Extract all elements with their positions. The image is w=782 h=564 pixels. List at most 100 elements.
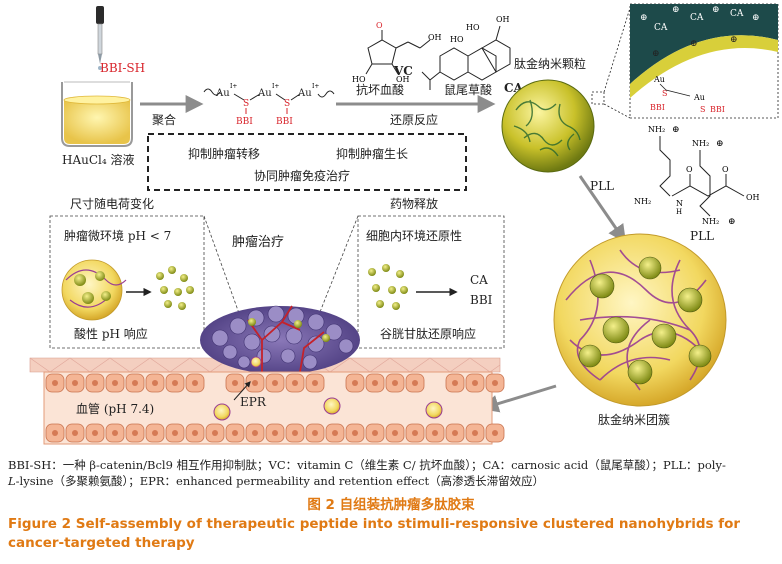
abbreviation-line-2: -lysine（多聚赖氨酸）；EPR：enhanced permeability… bbox=[15, 474, 545, 488]
cell-nucleus bbox=[272, 380, 278, 386]
therapeutic-effects-box bbox=[147, 133, 467, 191]
ca-ho-2: HO bbox=[466, 23, 480, 32]
cell-nucleus bbox=[312, 430, 318, 436]
effect-inhibit-growth: 抑制肿瘤生长 bbox=[336, 146, 408, 161]
cell-nucleus bbox=[192, 430, 198, 436]
pll-structure bbox=[659, 136, 745, 217]
cell-nucleus bbox=[172, 430, 178, 436]
cell-nucleus bbox=[72, 380, 78, 386]
reduction-label: 还原反应 bbox=[390, 112, 438, 127]
cell-nucleus bbox=[172, 380, 178, 386]
cell-nucleus bbox=[352, 430, 358, 436]
ca-name: 鼠尾草酸 bbox=[444, 82, 492, 97]
chain-charge-2: I+ bbox=[272, 83, 279, 90]
pll-oh: OH bbox=[746, 193, 760, 202]
cell-nucleus bbox=[52, 380, 58, 386]
tumor-microenvironment-box bbox=[49, 215, 205, 349]
cell-nucleus bbox=[412, 380, 418, 386]
pll-n-1: N bbox=[676, 199, 683, 208]
bbi-sh-reagent-label: BBI-SH bbox=[100, 61, 145, 75]
cell-nucleus bbox=[132, 380, 138, 386]
chain-au-2: Au bbox=[257, 88, 272, 99]
chain-charge-1: I+ bbox=[230, 83, 237, 90]
vc-ring-o: O bbox=[376, 21, 383, 30]
pll-plus-2: ⊕ bbox=[716, 139, 724, 149]
chain-s-1: S bbox=[243, 99, 249, 109]
zoom-plus-6: ⊕ bbox=[690, 39, 698, 49]
abbreviation-line-1: BBI-SH：一种 β-catenin/Bcl9 相互作用抑制肽；VC：vita… bbox=[8, 458, 726, 472]
cell-nucleus bbox=[272, 430, 278, 436]
released-nanoparticles-left bbox=[156, 266, 194, 310]
cell-nucleus bbox=[492, 430, 498, 436]
zoom-inset: CA CA CA ⊕ ⊕ ⊕ ⊕ ⊕ ⊕ ⊕ Au S BBI Au S BBI bbox=[629, 3, 779, 119]
released-nanoparticles-right bbox=[368, 264, 408, 310]
vessel-label: 血管 (pH 7.4) bbox=[76, 401, 154, 416]
size-change-label: 尺寸随电荷变化 bbox=[70, 196, 154, 211]
zoom-ca-3: CA bbox=[730, 9, 744, 19]
left-box-title: 肿瘤微环境 pH < 7 bbox=[64, 228, 171, 243]
cell-nucleus bbox=[292, 430, 298, 436]
chain-bbi-1: BBI bbox=[236, 117, 253, 127]
cell-nucleus bbox=[232, 380, 238, 386]
vc-oh-2: OH bbox=[428, 33, 442, 42]
polymerization-label: 聚合 bbox=[152, 112, 176, 127]
vitamin-c-structure bbox=[365, 30, 431, 75]
tumor-mass bbox=[200, 305, 360, 374]
figure-diagram: BBI-SH HAuCl₄ 溶液 聚合 Au I+ S BBI Au I+ S … bbox=[29, 3, 779, 445]
cell-nucleus bbox=[72, 430, 78, 436]
cell-nucleus bbox=[372, 380, 378, 386]
pll-h-1: H bbox=[676, 208, 682, 216]
cell-nucleus bbox=[112, 380, 118, 386]
zoom-ca-2: CA bbox=[690, 13, 704, 23]
effect-synergistic-immunotherapy: 协同肿瘤免疫治疗 bbox=[254, 168, 350, 183]
cell-nucleus bbox=[192, 380, 198, 386]
cell-nucleus bbox=[392, 380, 398, 386]
vc-label: VC bbox=[393, 64, 413, 78]
pll-o-2: O bbox=[722, 165, 729, 174]
circulating-clusters bbox=[213, 356, 443, 421]
chain-bbi-2: BBI bbox=[276, 117, 293, 127]
pll-nh2-top-1: NH₂ bbox=[648, 125, 665, 134]
cell-nucleus bbox=[112, 430, 118, 436]
cell-nucleus bbox=[92, 430, 98, 436]
release-bbi: BBI bbox=[470, 293, 493, 307]
zoom-au-2: Au bbox=[693, 93, 705, 102]
cell-nucleus bbox=[152, 380, 158, 386]
right-box-title: 细胞内环境还原性 bbox=[366, 228, 462, 243]
cell-nucleus bbox=[292, 380, 298, 386]
left-box-bottom: 酸性 pH 响应 bbox=[74, 326, 148, 341]
cell-nucleus bbox=[452, 380, 458, 386]
pll-nh2-bottom: NH₂ bbox=[702, 217, 719, 226]
carnosic-acid-structure bbox=[421, 25, 511, 90]
cell-nucleus bbox=[392, 430, 398, 436]
zoom-s-1: S bbox=[662, 89, 667, 98]
delivery-arrow bbox=[480, 384, 557, 413]
zoom-plus-1: ⊕ bbox=[640, 13, 648, 23]
cell-nucleus bbox=[132, 430, 138, 436]
release-ca: CA bbox=[470, 273, 488, 287]
figure-title-en: Figure 2 Self-assembly of therapeutic pe… bbox=[8, 516, 741, 551]
cell-nucleus bbox=[332, 430, 338, 436]
zoom-plus-3: ⊕ bbox=[712, 5, 720, 15]
right-box-bottom: 谷胱甘肽还原响应 bbox=[380, 326, 476, 341]
zoom-s-2: S bbox=[700, 105, 705, 114]
epr-label: EPR bbox=[240, 395, 267, 409]
tumor-therapy-label: 肿瘤治疗 bbox=[232, 234, 284, 250]
cell-nucleus bbox=[492, 380, 498, 386]
cell-nucleus bbox=[472, 430, 478, 436]
figure-title-cn: 图 2 自组装抗肿瘤多肽胶束 bbox=[307, 497, 475, 513]
chain-charge-3: I+ bbox=[312, 83, 319, 90]
cell-nucleus bbox=[432, 430, 438, 436]
nanocluster-label: 肽金纳米团簇 bbox=[598, 412, 670, 427]
cell-nucleus bbox=[252, 430, 258, 436]
zoom-ca-1: CA bbox=[654, 23, 668, 33]
cluster-small-icon bbox=[61, 259, 127, 321]
zoom-plus-5: ⊕ bbox=[652, 49, 660, 59]
pll-structure-label: PLL bbox=[690, 229, 714, 243]
abbreviation-italic-l: L bbox=[8, 474, 16, 488]
ca-ho-1: HO bbox=[450, 35, 464, 44]
intracellular-reduction-box bbox=[357, 215, 505, 349]
ca-cooh: OH bbox=[496, 15, 510, 24]
epr-arrow bbox=[233, 381, 251, 401]
pll-nh2-end: NH₂ bbox=[634, 197, 651, 206]
